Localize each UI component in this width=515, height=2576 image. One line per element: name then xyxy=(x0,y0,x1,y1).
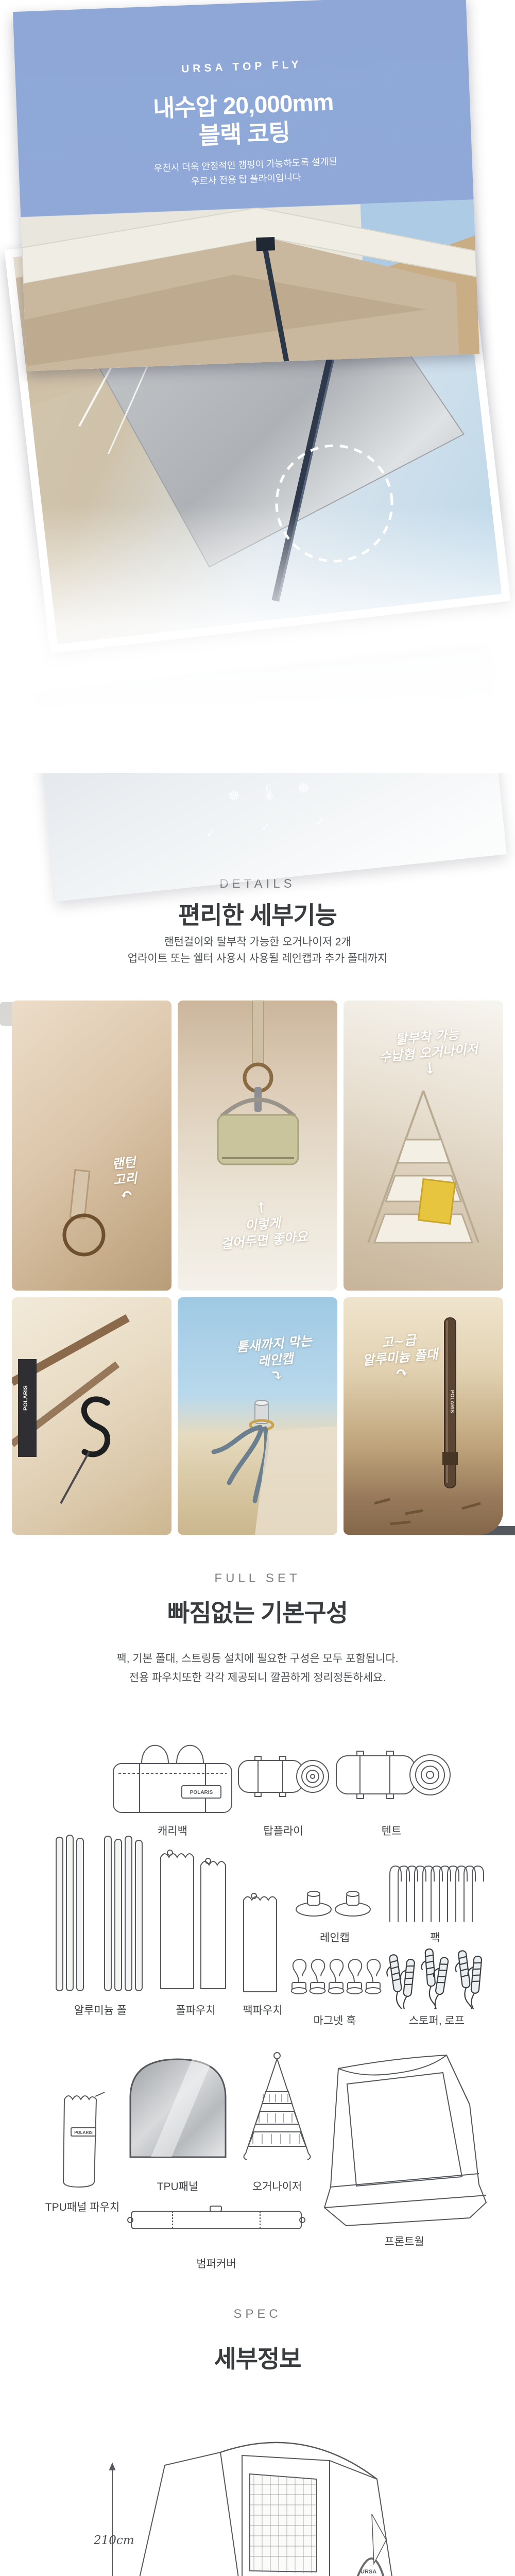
magnet-hooks-illustration xyxy=(291,1959,382,1994)
carrybag-illustration: POLARIS xyxy=(106,1735,239,1820)
hero-blue-card: URSA TOP FLY 내수압 20,000mm 블랙 코팅 우천시 더욱 안… xyxy=(12,0,480,371)
fullset-title: 빠짐없는 기본구성 xyxy=(167,1599,348,1626)
hero-brand-label: URSA TOP FLY xyxy=(181,58,302,75)
item-label-stopper-rope: 스토퍼, 로프 xyxy=(408,2015,465,2027)
item-label-magnethook: 마그넷 훅 xyxy=(313,2015,356,2027)
item-label-organizer: 오거나이저 xyxy=(252,2181,302,2193)
stopper-rope-illustration xyxy=(384,1948,483,2009)
fullset-desc-line1: 팩, 기본 폴대, 스트링등 설치에 필요한 구성은 모두 포함됩니다. xyxy=(116,1653,399,1665)
detail-photo-hook-strap: POLARIS xyxy=(12,1297,171,1535)
details-desc-line2: 업라이트 또는 쉘터 사용시 사용될 레인캡과 추가 폴대까지 xyxy=(127,953,388,964)
strap-logo-text: POLARIS xyxy=(23,1385,29,1411)
organizer-illustration xyxy=(238,2050,316,2163)
detail-photo-lantern-ring: 랜턴 고리 ↶ xyxy=(12,1001,171,1291)
bumpercover-illustration xyxy=(126,2201,306,2237)
details-desc-line1: 랜턴걸이와 탈부착 가능한 오거나이저 2개 xyxy=(164,936,351,948)
aluminum-poles-illustration xyxy=(49,1834,152,1996)
tpu-pouch-logo-text: POLARIS xyxy=(74,2130,93,2135)
raincap-illustration xyxy=(295,1887,372,1919)
bag-logo-text: POLARIS xyxy=(190,1790,213,1795)
item-label-tpupouch: TPU패널 파우치 xyxy=(45,2201,120,2213)
item-label-poles: 알루미늄 폴 xyxy=(74,2005,127,2016)
pole-pouch-illustration xyxy=(154,1834,239,1996)
tpu-panel-illustration xyxy=(123,2052,233,2162)
fullset-desc-line2: 전용 파우치또한 각각 제공되니 깔끔하게 정리정돈하세요. xyxy=(129,1672,386,1684)
detail-photo-organizer: 탈부착 가능 수납형 오거나이저 ↓ xyxy=(344,1001,503,1291)
item-label-pegpouch: 팩파우치 xyxy=(243,2005,283,2016)
tpu-pouch-illustration: POLARIS xyxy=(52,2079,116,2190)
dimension-height-label: 210cm xyxy=(94,2534,134,2547)
steel-pegs-illustration xyxy=(389,1866,484,1922)
caption-line2: 고리 xyxy=(112,1171,138,1188)
caption-line1: 고~급 xyxy=(381,1332,417,1350)
diagram-door-logo: URSA xyxy=(360,2569,376,2575)
caption-line1: 랜턴 xyxy=(111,1155,136,1172)
tent-dimension-diagram: POLARIS URSA xyxy=(88,2416,448,2576)
item-label-carrybag: 캐리백 xyxy=(158,1825,187,1837)
pole-logo-text: POLARIS xyxy=(449,1390,455,1413)
item-label-frontwall: 프론트월 xyxy=(384,2236,424,2248)
hero-fade-overlay xyxy=(0,505,515,773)
spec-section-label: SPEC xyxy=(233,2307,282,2321)
detail-photo-raincap: 틈새까지 막는 레인캡 ⤵ xyxy=(178,1297,337,1535)
spec-title: 세부정보 xyxy=(214,2345,302,2372)
caption-line2: 레인캡 xyxy=(257,1351,294,1369)
item-label-raincap: 레인캡 xyxy=(320,1932,350,1944)
hero-tent-photo-art xyxy=(21,199,480,371)
item-label-polepouch: 폴파우치 xyxy=(176,2005,216,2016)
item-label-tent: 텐트 xyxy=(381,1825,402,1837)
tent-roll-illustration xyxy=(332,1740,453,1810)
caption-line1: 이렇게 xyxy=(244,1215,281,1233)
item-label-topfly: 탑플라이 xyxy=(263,1825,303,1837)
detail-photo-aluminum-pole: POLARIS 고~급 알루미늄 폴대 ↷ xyxy=(344,1297,503,1535)
item-label-pegs: 팩 xyxy=(430,1932,440,1944)
fullset-section-label: FULL SET xyxy=(214,1571,301,1585)
item-label-bumpercover: 범퍼커버 xyxy=(196,2258,236,2270)
frontwall-illustration xyxy=(315,2048,493,2236)
peg-pouch-illustration xyxy=(234,1879,291,1997)
detail-photo-hanging-lantern: ↑ 이렇게 걸어두면 좋아요 xyxy=(178,1001,337,1291)
topfly-roll-illustration xyxy=(234,1748,332,1807)
details-title: 편리한 세부기능 xyxy=(178,902,337,929)
item-label-tpupanel: TPU패널 xyxy=(157,2181,199,2193)
